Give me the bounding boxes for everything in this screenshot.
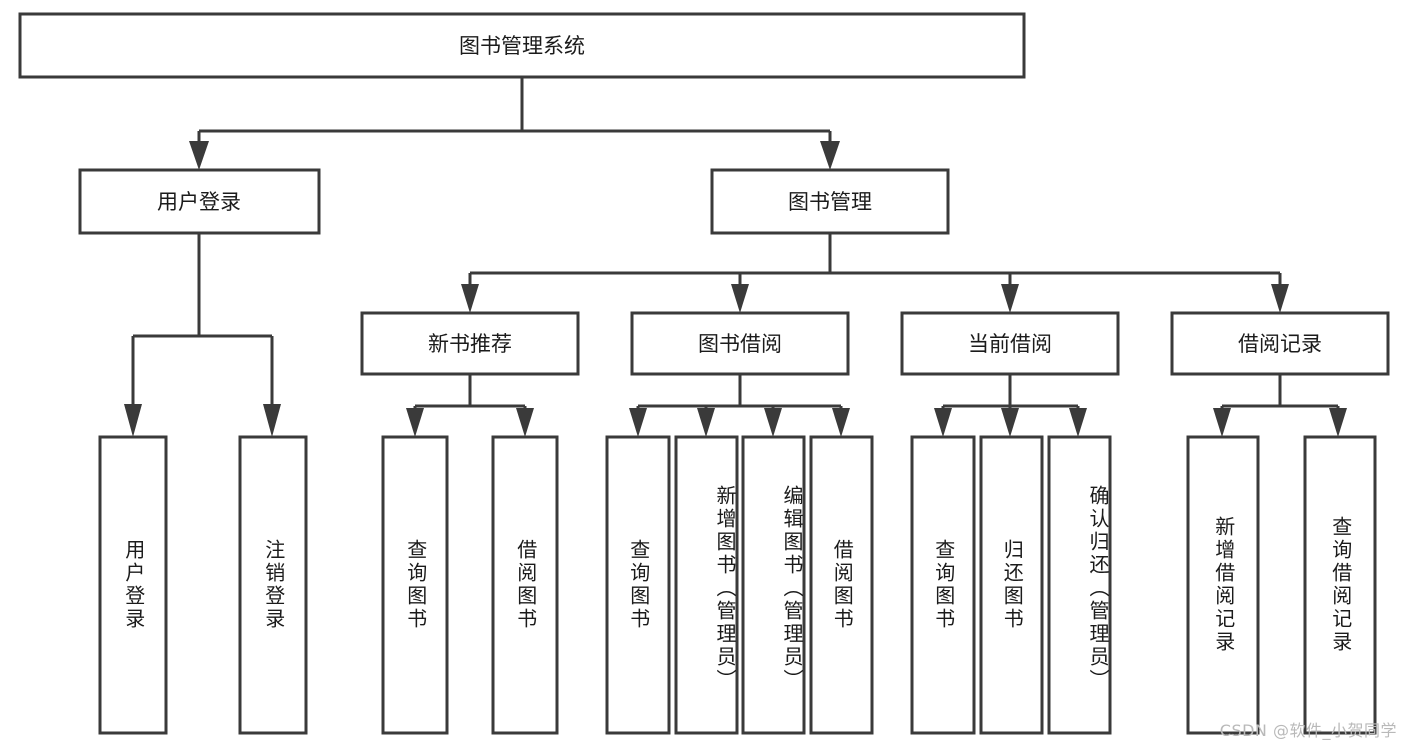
arrow-borrow-leaf-1 [629, 408, 647, 437]
leaf-box-return-book[interactable] [979, 435, 1044, 735]
node-user-login-box[interactable] [78, 168, 321, 235]
connector-group-root [189, 77, 840, 170]
leaf-box-logout[interactable] [238, 435, 308, 735]
leaf-box-borrow-book-1[interactable] [491, 435, 559, 735]
arrow-current-leaf-2 [1001, 408, 1019, 437]
leaf-box-borrow-book-2[interactable] [809, 435, 874, 735]
node-new-book-recommend[interactable]: 新书推荐 [360, 311, 580, 376]
node-current-borrow-label: 当前借阅 [968, 332, 1052, 356]
node-root-box[interactable] [18, 12, 1026, 79]
arrow-borrow-leaf-2 [697, 408, 715, 437]
arrow-borrow-leaf-4 [832, 408, 850, 437]
arrow-current-leaf-3 [1069, 408, 1087, 437]
connector-group-borrow [629, 374, 850, 437]
leaf-box-query-record[interactable] [1303, 435, 1377, 735]
connector-group-newbook [406, 374, 534, 437]
node-new-book-recommend-box[interactable] [360, 311, 580, 376]
arrow-book-to-record [1271, 284, 1289, 313]
arrow-book-to-current [1001, 284, 1019, 313]
node-user-login-label: 用户登录 [157, 190, 241, 214]
node-current-borrow[interactable]: 当前借阅 [900, 311, 1120, 376]
connector-group-user-login [124, 233, 281, 437]
leaf-box-user-login[interactable] [98, 435, 168, 735]
watermark-text: CSDN @软件_小贺同学 [1219, 721, 1397, 740]
node-borrow-record-box[interactable] [1170, 311, 1390, 376]
arrow-borrow-leaf-3 [764, 408, 782, 437]
node-book-manage[interactable]: 图书管理 [710, 168, 950, 235]
leaf-box-add-book[interactable] [674, 435, 739, 735]
node-borrow-record-label: 借阅记录 [1238, 332, 1322, 356]
connector-group-record [1213, 374, 1347, 437]
arrow-book-to-newbook [461, 284, 479, 313]
arrow-record-leaf-2 [1329, 408, 1347, 437]
node-new-book-recommend-label: 新书推荐 [428, 332, 512, 356]
node-borrow-record[interactable]: 借阅记录 [1170, 311, 1390, 376]
node-book-manage-box[interactable] [710, 168, 950, 235]
arrow-root-to-book [820, 141, 840, 170]
node-current-borrow-box[interactable] [900, 311, 1120, 376]
node-user-login[interactable]: 用户登录 [78, 168, 321, 235]
leaf-box-query-book-2[interactable] [605, 435, 671, 735]
connector-group-current [934, 374, 1087, 437]
node-book-borrow-label: 图书借阅 [698, 332, 782, 356]
node-book-manage-label: 图书管理 [788, 190, 872, 214]
arrow-book-to-borrow [731, 284, 749, 313]
leaf-box-add-record[interactable] [1186, 435, 1260, 735]
node-book-borrow-box[interactable] [630, 311, 850, 376]
arrow-root-to-user [189, 141, 209, 170]
arrow-user-leaf-1 [124, 404, 142, 437]
arrow-record-leaf-1 [1213, 408, 1231, 437]
leaf-box-query-book-3[interactable] [910, 435, 976, 735]
node-root-label: 图书管理系统 [459, 34, 585, 58]
leaf-box-query-book-1[interactable] [381, 435, 449, 735]
node-root[interactable]: 图书管理系统 [18, 12, 1026, 79]
leaf-box-edit-book[interactable] [741, 435, 806, 735]
node-book-borrow[interactable]: 图书借阅 [630, 311, 850, 376]
arrow-current-leaf-1 [934, 408, 952, 437]
leaf-box-confirm-return[interactable] [1047, 435, 1112, 735]
arrow-newbook-leaf-1 [406, 408, 424, 437]
arrow-user-leaf-2 [263, 404, 281, 437]
arrow-newbook-leaf-2 [516, 408, 534, 437]
connector-group-book-manage [461, 233, 1289, 313]
